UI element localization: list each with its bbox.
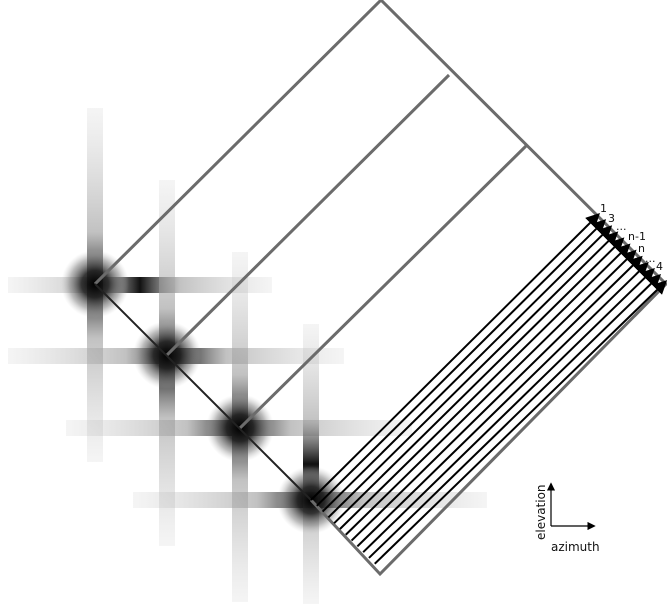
label-dots-a: ...: [616, 220, 627, 233]
elevation-label: elevation: [534, 484, 548, 540]
beam-path-frame-1: [95, 0, 381, 284]
beam-line-11: [369, 276, 659, 558]
beam-line-9: [357, 264, 646, 547]
beam-path-frame-2: [167, 75, 449, 355]
star-blur-icon: [303, 324, 319, 604]
parallel-beam-lines: [311, 215, 665, 564]
label-dots-b: ...: [645, 252, 656, 265]
beam-line-7: [346, 252, 635, 535]
beam-line-5: [334, 239, 622, 523]
beam-line-10: [363, 270, 653, 552]
beam-line-12: [375, 282, 665, 564]
beam-line-8: [352, 258, 641, 541]
label-beam-3: 3: [608, 212, 615, 225]
label-beam-1: 1: [600, 202, 607, 215]
axes-legend: elevation azimuth: [534, 484, 600, 554]
outer-frame: [311, 0, 666, 574]
beam-line-2: [317, 221, 604, 506]
beam-line-1: [311, 215, 598, 500]
beam-path-frame-3: [240, 146, 526, 428]
beam-line-3: [323, 227, 611, 511]
azimuth-label: azimuth: [551, 540, 600, 554]
label-beam-4: 4: [656, 260, 663, 273]
label-beam-n: n: [638, 242, 645, 255]
beam-line-4: [328, 233, 616, 517]
